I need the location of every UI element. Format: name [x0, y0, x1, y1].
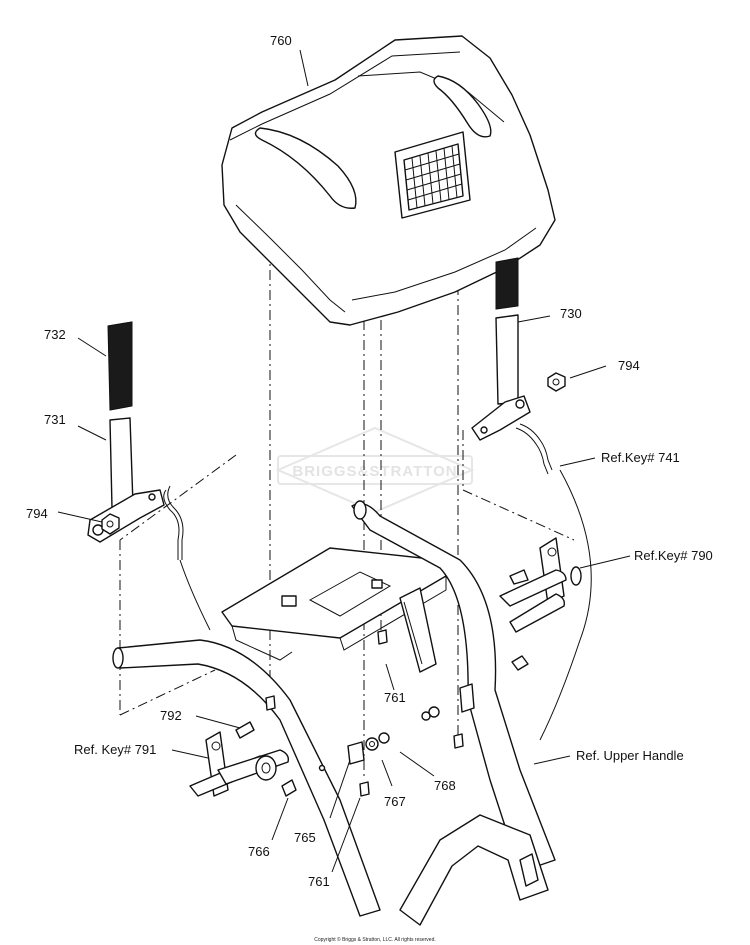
label-761-lower: 761 [308, 874, 330, 889]
watermark: BRIGGS&STRATTON [275, 426, 475, 514]
label-731: 731 [44, 412, 66, 427]
support-bracket [399, 587, 437, 673]
nut-794-right [547, 372, 566, 392]
cable-rod-left [163, 485, 211, 631]
upper-handle [112, 500, 556, 926]
hardware [235, 629, 539, 887]
decal-730 [495, 257, 519, 310]
label-ref-upper-handle: Ref. Upper Handle [576, 748, 684, 763]
label-792: 792 [160, 708, 182, 723]
bracket-791 [189, 731, 290, 797]
bolt-792 [235, 721, 255, 739]
decal-732 [107, 321, 133, 411]
label-ref-791: Ref. Key# 791 [74, 742, 156, 757]
label-732: 732 [44, 327, 66, 342]
label-ref-741: Ref.Key# 741 [601, 450, 680, 465]
bracket-790 [499, 537, 582, 633]
label-794-right: 794 [618, 358, 640, 373]
label-760: 760 [270, 33, 292, 48]
leader-lines [57, 49, 631, 873]
lever-730 [471, 314, 531, 441]
copyright-notice: Copyright © Briggs & Stratton, LLC. All … [314, 936, 436, 943]
label-ref-790: Ref.Key# 790 [634, 548, 713, 563]
watermark-text: BRIGGS&STRATTON [292, 463, 457, 480]
part-labels: 760 730 732 794 731 Ref.Key# 741 794 Ref… [26, 33, 713, 889]
label-761-upper: 761 [384, 690, 406, 705]
label-768: 768 [434, 778, 456, 793]
label-765: 765 [294, 830, 316, 845]
label-766: 766 [248, 844, 270, 859]
washer-765 [318, 764, 326, 772]
label-767: 767 [384, 794, 406, 809]
nut-768 [365, 737, 379, 751]
cable-rod-right [515, 423, 592, 741]
bolt-766 [281, 779, 297, 797]
nut-794-left [101, 513, 120, 535]
label-794-left: 794 [26, 506, 48, 521]
clip-767 [347, 741, 365, 765]
top-cover [221, 35, 556, 326]
label-730: 730 [560, 306, 582, 321]
